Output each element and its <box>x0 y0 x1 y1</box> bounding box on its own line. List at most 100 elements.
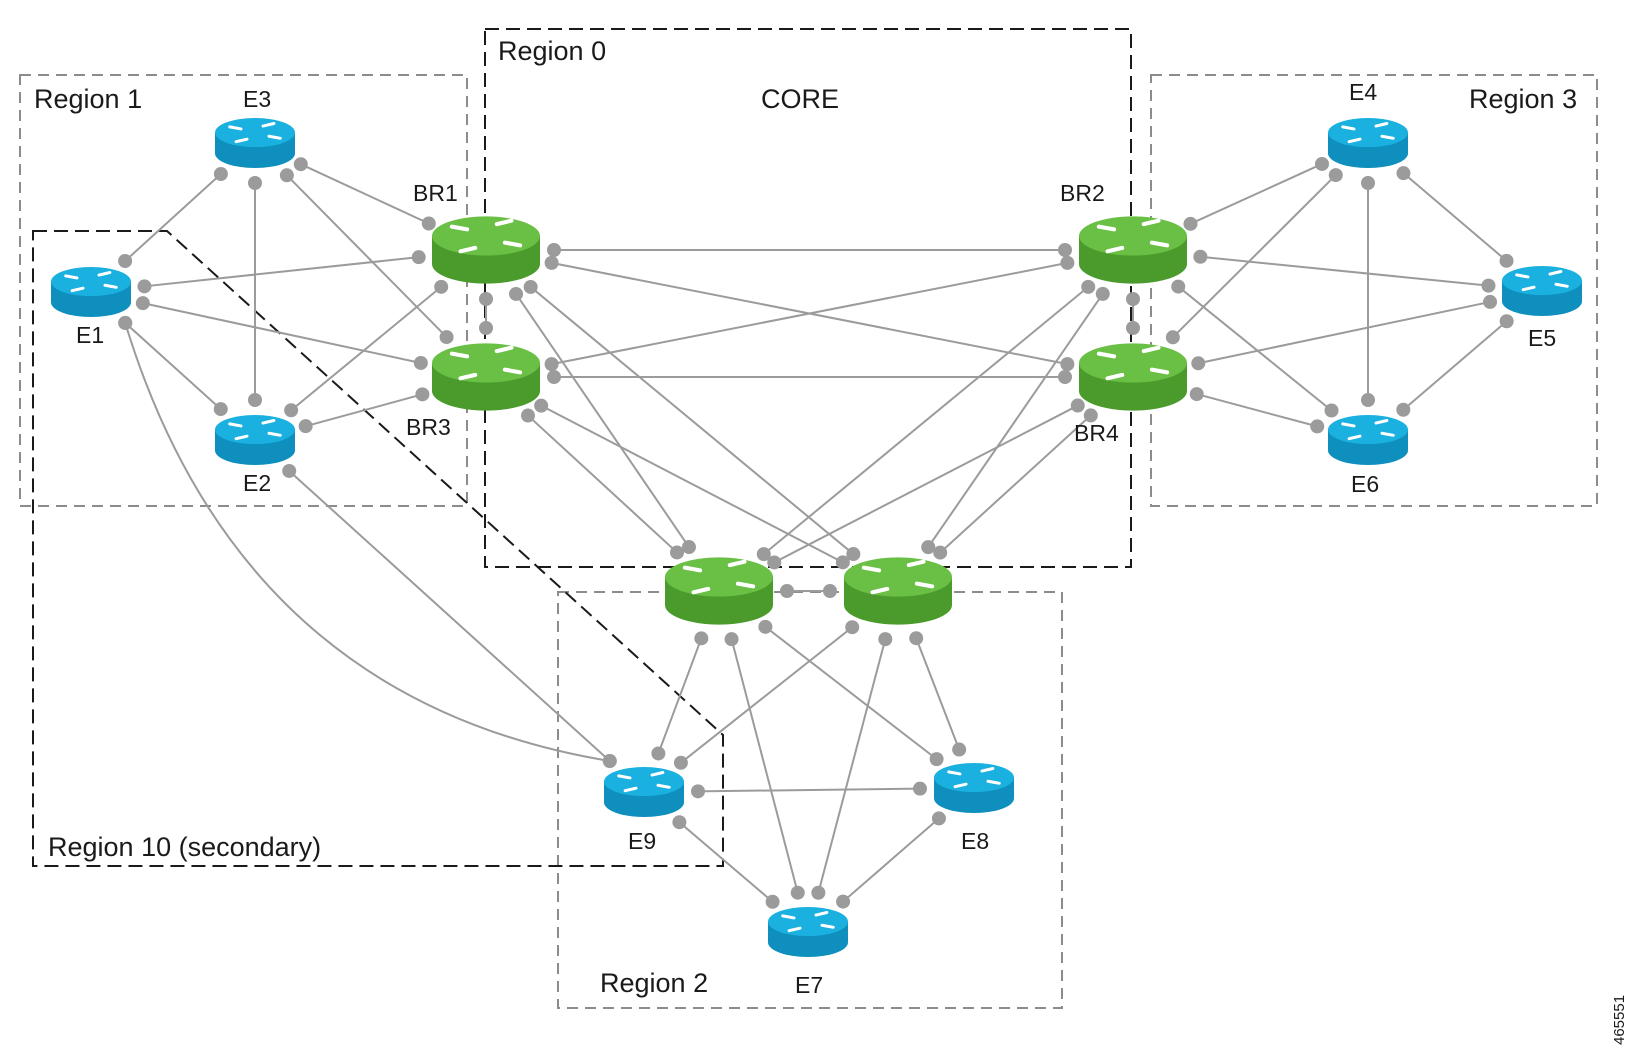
link-line <box>124 322 610 763</box>
link-line <box>1198 300 1491 365</box>
router-icon-e2[interactable] <box>215 415 295 465</box>
link-line <box>915 637 961 750</box>
router-labels: E1 E2 E3 E4 E5 E6 E7 E8 E9 BR1 BR2 BR3 B… <box>76 79 1556 998</box>
port-dot <box>846 547 861 562</box>
link-line <box>540 404 844 564</box>
port-dot <box>279 168 294 183</box>
router-label-br3: BR3 <box>406 414 451 440</box>
link-line <box>657 637 703 754</box>
link-e9-e7 <box>672 815 780 909</box>
router-arrows <box>1341 122 1395 144</box>
router-arrows <box>1096 345 1170 381</box>
router-icon-br1[interactable] <box>432 216 540 284</box>
region-1-box <box>19 74 468 507</box>
link-br2-e4 <box>1183 156 1329 231</box>
port-dot <box>413 355 428 370</box>
link-e2-e9 <box>282 463 617 769</box>
routers-layer <box>51 118 1582 957</box>
port-dot <box>1191 356 1206 371</box>
port-dot <box>909 631 924 646</box>
port-dot <box>765 894 780 909</box>
link-e3-e1 <box>118 167 228 268</box>
link-br3-br5 <box>520 408 685 560</box>
port-dot <box>1095 286 1110 301</box>
port-dot <box>602 754 617 769</box>
link-line <box>764 626 938 760</box>
port-dot <box>933 545 948 560</box>
router-label-e8: E8 <box>961 828 989 854</box>
link-br5-br6 <box>780 584 837 598</box>
port-dot <box>434 279 449 294</box>
router-icon-e5[interactable] <box>1502 266 1582 316</box>
link-e1-br1 <box>137 250 426 294</box>
router-label-e5: E5 <box>1528 325 1556 351</box>
port-dot <box>415 387 430 402</box>
link-line <box>1172 174 1337 339</box>
link-br6-e8 <box>909 631 967 757</box>
port-dot <box>1189 387 1204 402</box>
router-arrows <box>228 122 282 144</box>
link-line <box>1200 255 1489 287</box>
router-top <box>1328 118 1408 148</box>
router-icon-e7[interactable] <box>768 907 848 957</box>
link-line <box>124 173 222 262</box>
port-dot <box>823 584 837 598</box>
region-1-label: Region 1 <box>34 84 142 114</box>
router-icon-br4[interactable] <box>1079 343 1187 411</box>
port-dot <box>1165 330 1180 345</box>
router-arrows <box>861 559 935 595</box>
router-icon-e9[interactable] <box>604 767 684 817</box>
router-icon-br5[interactable] <box>665 557 773 625</box>
router-icon-e8[interactable] <box>934 763 1014 813</box>
port-dot <box>921 540 936 555</box>
port-dot <box>1193 249 1208 264</box>
link-line <box>530 286 854 555</box>
port-dot <box>694 631 709 646</box>
port-dot <box>1324 403 1339 418</box>
port-dot <box>479 292 493 306</box>
router-arrows <box>1341 419 1395 441</box>
link-line <box>730 638 799 893</box>
link-e8-e7 <box>836 811 946 909</box>
router-icon-e4[interactable] <box>1328 118 1408 168</box>
link-br5-e9 <box>651 631 709 761</box>
router-label-br1: BR1 <box>413 180 458 206</box>
router-icon-br2[interactable] <box>1079 216 1187 284</box>
port-dot <box>282 463 297 478</box>
port-dot <box>780 584 794 598</box>
port-dot <box>520 408 535 423</box>
link-e3-br3 <box>279 168 454 345</box>
router-top <box>51 267 131 297</box>
link-line <box>773 404 1079 564</box>
port-dot <box>1183 216 1198 231</box>
link-e5-e6 <box>1396 314 1514 417</box>
port-dot <box>523 279 538 294</box>
port-dot <box>1481 278 1496 293</box>
port-dot <box>293 157 308 172</box>
port-dot <box>913 781 928 796</box>
port-dot <box>672 815 687 830</box>
router-icon-e1[interactable] <box>51 267 131 317</box>
link-e3-e2 <box>248 176 262 407</box>
region-labels: Region 0 CORE Region 1 Region 3 Region 2… <box>34 36 1577 998</box>
router-icon-br6[interactable] <box>844 557 952 625</box>
router-top <box>844 557 952 597</box>
router-label-e2: E2 <box>243 470 271 496</box>
port-dot <box>1328 168 1343 183</box>
link-e3-br1 <box>293 157 436 231</box>
port-dot <box>1083 408 1098 423</box>
router-icon-e6[interactable] <box>1328 415 1408 465</box>
region-10-box <box>32 230 724 867</box>
router-arrows <box>947 767 1001 789</box>
router-top <box>215 415 295 445</box>
router-icon-e3[interactable] <box>215 118 295 168</box>
port-dot <box>534 398 549 413</box>
port-dot <box>118 315 133 330</box>
link-line <box>1402 320 1508 411</box>
link-e1-br3 <box>135 296 428 370</box>
port-dot <box>1058 243 1072 257</box>
link-line <box>142 302 422 364</box>
router-icon-br3[interactable] <box>432 343 540 411</box>
port-dot <box>509 286 524 301</box>
